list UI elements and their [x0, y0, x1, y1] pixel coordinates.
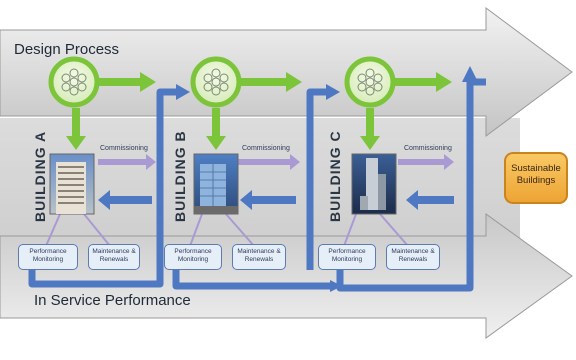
process-circle-b	[190, 56, 242, 108]
sustainable-buildings-box: Sustainable Buildings	[504, 152, 568, 204]
commissioning-label-b: Commissioning	[242, 145, 290, 152]
maintenance-box-a: Maintenance & Renewals	[88, 244, 140, 270]
flow-head-d	[462, 66, 478, 82]
maintenance-box-b: Maintenance & Renewals	[232, 244, 286, 270]
commission-arrow-c	[398, 154, 454, 170]
link-b2	[225, 213, 255, 247]
feedback-arrow-c	[406, 190, 454, 210]
performance-monitoring-box-b: Performance Monitoring	[164, 244, 222, 270]
process-circle-a	[48, 56, 100, 108]
building-c-label: BUILDING C	[327, 130, 343, 222]
commissioning-label-a: Commissioning	[100, 145, 148, 152]
flow-line-a	[28, 88, 178, 288]
green-arrow-c	[390, 72, 452, 92]
green-down-c	[360, 108, 380, 150]
link-a1	[45, 213, 61, 247]
link-b1	[189, 213, 203, 247]
design-process-label: Design Process	[14, 41, 120, 58]
building-photo-c	[351, 153, 397, 215]
green-down-a	[66, 108, 86, 150]
flow-head-a	[176, 84, 190, 100]
process-circle-c	[344, 56, 396, 108]
maintenance-box-c: Maintenance & Renewals	[386, 244, 440, 270]
flow-head-c	[326, 84, 340, 100]
building-a-label: BUILDING A	[32, 130, 48, 222]
building-photo-b	[193, 153, 239, 215]
building-photo-a	[49, 153, 95, 215]
green-arrow-a	[96, 72, 156, 92]
link-a2	[83, 213, 111, 247]
building-b-label: BUILDING B	[172, 130, 188, 222]
performance-monitoring-box-c: Performance Monitoring	[318, 244, 376, 270]
link-c1	[343, 213, 357, 247]
flow-line-c	[306, 88, 328, 270]
green-arrow-b	[238, 72, 302, 92]
link-c2	[379, 213, 409, 247]
green-down-b	[206, 108, 226, 150]
feedback-arrow-a	[98, 190, 152, 210]
service-performance-label: In Service Performance	[34, 292, 191, 309]
feedback-arrow-b	[240, 190, 296, 210]
flow-head-b	[330, 280, 342, 292]
commissioning-label-c: Commissioning	[404, 145, 452, 152]
commission-arrow-a	[98, 154, 156, 170]
performance-monitoring-box-a: Performance Monitoring	[18, 244, 78, 270]
commission-arrow-b	[236, 154, 300, 170]
flow-line-b	[172, 270, 330, 290]
